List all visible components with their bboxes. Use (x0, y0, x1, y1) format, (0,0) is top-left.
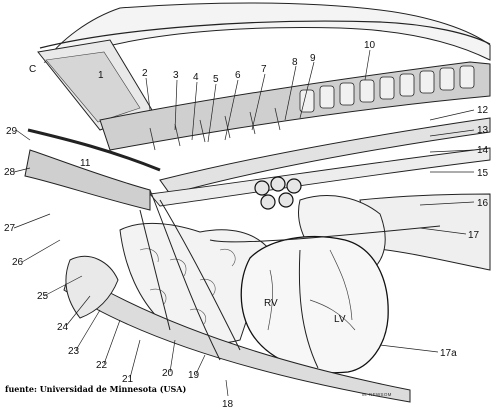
label-11: 11 (80, 158, 91, 169)
jugular-vessel (27, 128, 161, 172)
source-credit: fuente: Universidad de Minnesota (USA) (5, 384, 187, 394)
label-4: 4 (193, 72, 199, 83)
rib-heads (149, 107, 281, 151)
label-19: 19 (188, 370, 200, 381)
label-21: 21 (122, 374, 134, 385)
label-1: 1 (98, 70, 104, 81)
esophagus (149, 147, 491, 207)
label-12: 12 (477, 105, 489, 116)
label-8: 8 (292, 57, 298, 68)
aorta (159, 117, 491, 195)
label-22: 22 (96, 360, 108, 371)
label-9: 9 (310, 53, 316, 64)
skin-top-line (39, 20, 491, 49)
label-15: 15 (477, 168, 489, 179)
label-10: 10 (364, 40, 376, 51)
ventral-band (65, 255, 119, 319)
label-7: 7 (261, 64, 267, 75)
label-6: 6 (235, 70, 241, 81)
nerves (139, 189, 441, 361)
label-2: 2 (142, 68, 148, 79)
artist-signature: M. NEWSOM (362, 392, 392, 397)
label-29: 29 (6, 126, 18, 137)
label-5: 5 (213, 74, 219, 85)
label-18: 18 (222, 399, 234, 409)
label-27: 27 (4, 223, 16, 234)
heart (240, 235, 389, 374)
label-25: 25 (37, 291, 49, 302)
label-3: 3 (173, 70, 179, 81)
sternum-wall (63, 269, 411, 403)
label-c: C (29, 64, 36, 75)
label-28: 28 (4, 167, 16, 178)
label-26: 26 (12, 257, 24, 268)
leader-lines (13, 49, 475, 397)
label-17a: 17a (440, 348, 457, 359)
trachea (24, 149, 151, 211)
vertebrae (299, 65, 475, 113)
lung-lobules (139, 248, 236, 325)
label-14: 14 (477, 145, 489, 156)
label-17: 17 (468, 230, 480, 241)
label-13: 13 (477, 125, 489, 136)
label-20: 20 (162, 368, 174, 379)
label-lv: LV (334, 314, 346, 325)
interventricular-groove (298, 249, 319, 369)
diaphragm-region (359, 193, 491, 271)
vessel-cross-sections (254, 176, 302, 210)
skin-flap-inner (45, 51, 141, 123)
label-16: 16 (477, 198, 489, 209)
coronary-vessels (267, 249, 356, 331)
label-23: 23 (68, 346, 80, 357)
label-rv: RV (264, 298, 278, 309)
label-24: 24 (57, 322, 69, 333)
